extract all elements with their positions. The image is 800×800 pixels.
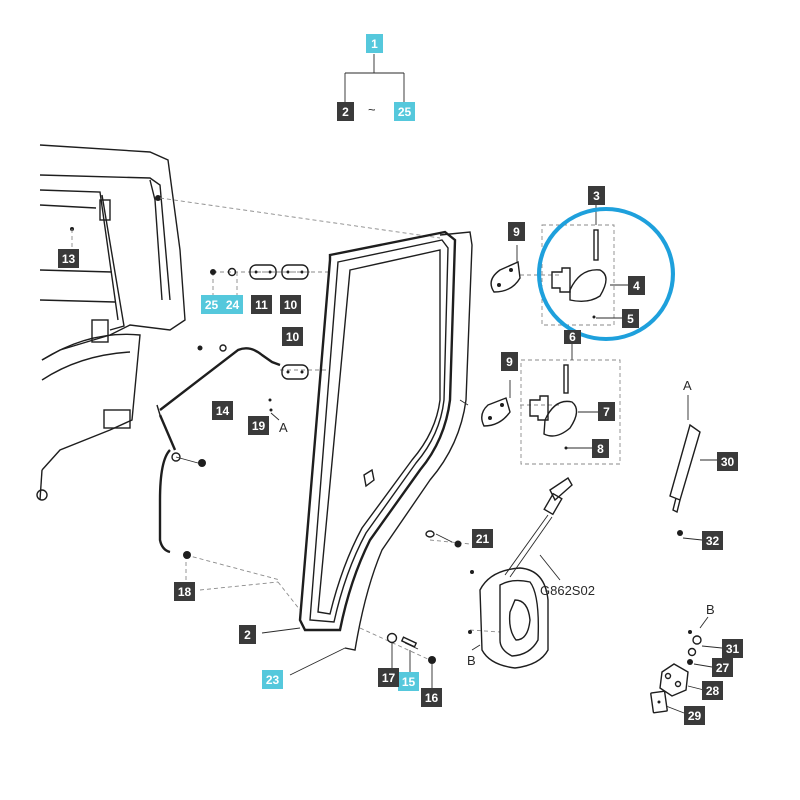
assembly-tree: ~ xyxy=(344,54,405,117)
callout-10: 10 xyxy=(280,295,301,314)
callout-25: 25 xyxy=(201,295,222,314)
drawing-code: G862S02 xyxy=(540,583,595,598)
svg-text:10: 10 xyxy=(284,298,298,312)
callout-24: 24 xyxy=(222,295,243,314)
callout-32: 32 xyxy=(702,531,723,550)
callout-25: 25 xyxy=(394,102,415,121)
svg-text:30: 30 xyxy=(721,455,735,469)
svg-text:18: 18 xyxy=(178,585,192,599)
svg-text:32: 32 xyxy=(706,534,720,548)
range-separator: ~ xyxy=(368,102,376,117)
svg-text:27: 27 xyxy=(716,661,730,675)
latch-kit: B xyxy=(650,602,723,714)
svg-text:2: 2 xyxy=(342,105,349,119)
callout-3: 3 xyxy=(588,186,605,205)
callout-5: 5 xyxy=(622,309,639,328)
point-label-b-lower: B xyxy=(467,653,476,668)
svg-text:21: 21 xyxy=(476,532,490,546)
callout-29: 29 xyxy=(684,706,705,725)
svg-text:25: 25 xyxy=(205,298,219,312)
callout-2: 2 xyxy=(239,625,256,644)
callout-21: 21 xyxy=(472,529,493,548)
svg-text:25: 25 xyxy=(398,105,412,119)
svg-text:17: 17 xyxy=(382,671,396,685)
cab-frame xyxy=(36,144,186,501)
svg-text:19: 19 xyxy=(252,419,266,433)
svg-text:1: 1 xyxy=(371,37,378,51)
callout-2: 2 xyxy=(337,102,354,121)
callout-31: 31 xyxy=(722,639,743,658)
svg-text:28: 28 xyxy=(706,684,720,698)
svg-text:16: 16 xyxy=(425,691,439,705)
upper-hinge-assembly xyxy=(490,205,676,341)
highlight-circle xyxy=(536,207,676,341)
callout-28: 28 xyxy=(702,681,723,700)
lower-hinge-assembly xyxy=(481,342,621,465)
callout-17: 17 xyxy=(378,668,399,687)
svg-text:6: 6 xyxy=(569,330,576,344)
callout-1: 1 xyxy=(366,34,383,53)
svg-text:3: 3 xyxy=(593,189,600,203)
gas-strut xyxy=(669,395,718,541)
callouts: 1 2 25 3 4 5 6 7 8 9 9 10 10 11 13 14 15… xyxy=(58,34,743,725)
callout-19: 19 xyxy=(248,416,269,435)
svg-text:13: 13 xyxy=(62,252,76,266)
callout-15: 15 xyxy=(398,672,419,691)
point-label-b-right: B xyxy=(706,602,715,617)
svg-text:29: 29 xyxy=(688,709,702,723)
callout-7: 7 xyxy=(598,402,615,421)
hinge-plates xyxy=(210,264,309,380)
callout-27: 27 xyxy=(712,658,733,677)
svg-text:31: 31 xyxy=(726,642,740,656)
svg-text:8: 8 xyxy=(597,442,604,456)
svg-text:24: 24 xyxy=(226,298,240,312)
callout-14: 14 xyxy=(212,401,233,420)
callout-30: 30 xyxy=(717,452,738,471)
handrail xyxy=(156,344,281,559)
svg-text:9: 9 xyxy=(513,225,520,239)
svg-text:14: 14 xyxy=(216,404,230,418)
svg-text:7: 7 xyxy=(603,405,610,419)
callout-4: 4 xyxy=(628,276,645,295)
svg-text:23: 23 xyxy=(266,673,280,687)
callout-23: 23 xyxy=(262,670,283,689)
point-label-a-right: A xyxy=(683,378,692,393)
callout-11: 11 xyxy=(251,295,272,314)
callout-6: 6 xyxy=(564,330,581,344)
svg-text:4: 4 xyxy=(633,279,640,293)
svg-text:9: 9 xyxy=(506,355,513,369)
lower-fasteners xyxy=(386,632,436,688)
svg-text:10: 10 xyxy=(286,330,300,344)
svg-text:2: 2 xyxy=(244,628,251,642)
callout-8: 8 xyxy=(592,439,609,458)
callout-10: 10 xyxy=(282,327,303,346)
callout-18: 18 xyxy=(174,582,195,601)
callout-16: 16 xyxy=(421,688,442,707)
callout-9: 9 xyxy=(501,352,518,371)
callout-9: 9 xyxy=(508,222,525,241)
svg-text:11: 11 xyxy=(255,298,268,312)
door-glass xyxy=(261,230,473,676)
door-lock-assembly xyxy=(425,477,573,669)
callout-13: 13 xyxy=(58,249,79,268)
point-label-a-upper: A xyxy=(279,420,288,435)
svg-text:15: 15 xyxy=(402,675,416,689)
svg-text:5: 5 xyxy=(627,312,634,326)
